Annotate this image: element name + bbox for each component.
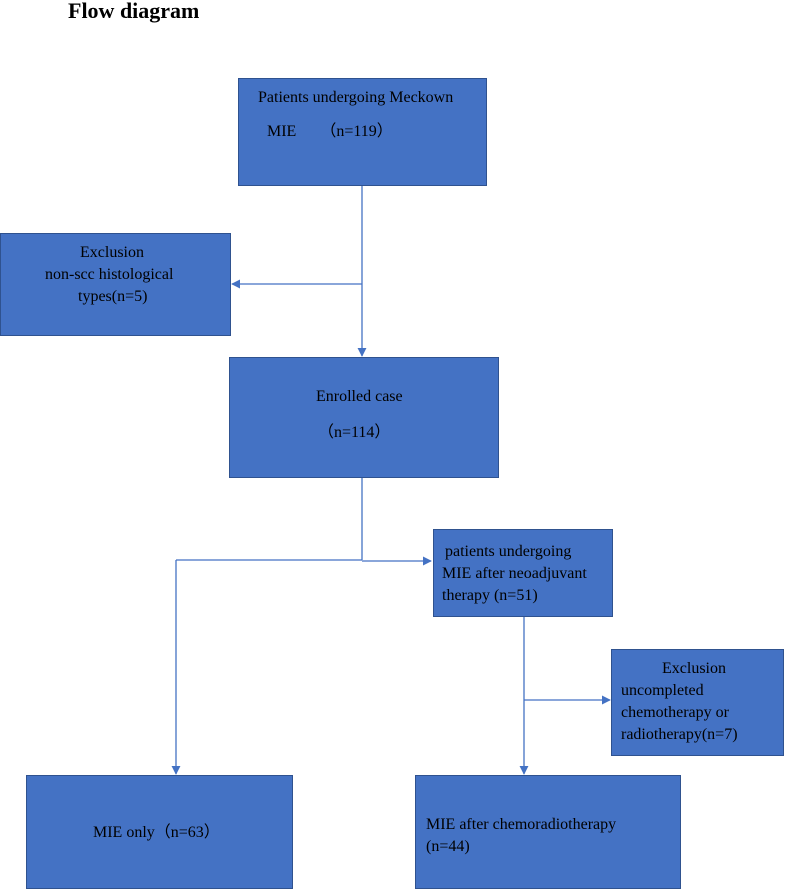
box-mie-only: MIE only（n=63）	[26, 775, 293, 889]
node-text: Exclusion	[80, 244, 144, 261]
node-text: patients undergoing	[445, 543, 572, 560]
node-text: （n=114）	[318, 424, 391, 441]
node-text: MIE after neoadjuvant	[442, 565, 587, 582]
node-text: Enrolled case	[316, 388, 403, 405]
node-text: (n=44)	[426, 838, 470, 855]
node-text: radiotherapy(n=7)	[621, 726, 738, 743]
box-enrolled-case: Enrolled case （n=114）	[229, 357, 499, 478]
diagram-title: Flow diagram	[68, 0, 200, 23]
box-exclusion-non-scc: Exclusion non-scc histological types(n=5…	[0, 233, 231, 336]
node-text: Patients undergoing Meckown	[258, 89, 454, 106]
node-text: MIE after chemoradiotherapy	[426, 816, 617, 833]
box-mie-after-chemoradiotherapy: MIE after chemoradiotherapy (n=44)	[415, 775, 681, 889]
node-text: uncompleted	[621, 682, 704, 699]
node-text: types(n=5)	[78, 288, 148, 305]
node-text: therapy (n=51)	[442, 587, 538, 604]
box-exclusion-uncompleted: Exclusion uncompleted chemotherapy or ra…	[611, 649, 784, 756]
box-patients-meckown: Patients undergoing Meckown MIE （n=119）	[238, 78, 487, 186]
node-text: Exclusion	[662, 660, 726, 677]
node-text: chemotherapy or	[621, 704, 729, 721]
box-neoadjuvant: patients undergoing MIE after neoadjuvan…	[433, 529, 613, 617]
node-text: non-scc histological	[45, 266, 174, 283]
node-text: MIE （n=119）	[267, 123, 393, 140]
node-text: MIE only（n=63）	[93, 824, 220, 841]
